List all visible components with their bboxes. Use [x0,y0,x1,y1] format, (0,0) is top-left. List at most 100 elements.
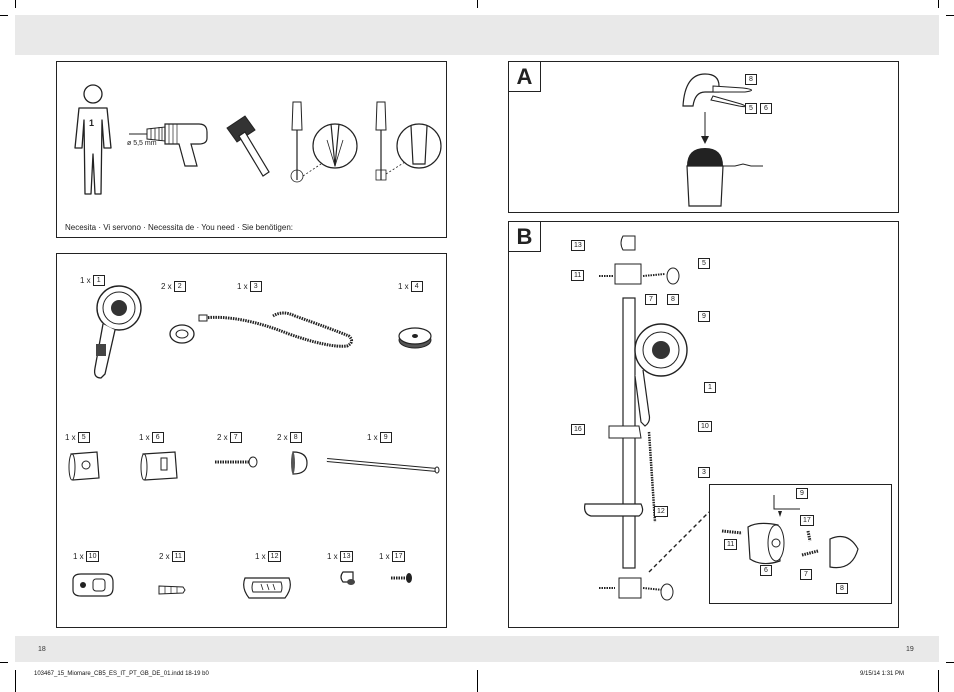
inset-callout-11: 11 [724,539,738,550]
qty-label: 2 x [161,282,172,291]
inset-callout-6: 6 [760,565,772,576]
inset-callout-9: 9 [796,488,808,499]
part-number: 8 [289,432,302,443]
crop-mark [15,0,16,8]
callout-8: 8 [745,74,757,85]
cover-cap-icon [291,451,308,475]
end-cap-icon [340,571,355,585]
crop-mark [0,662,8,663]
crop-mark [938,0,939,8]
qty-label: 1 x [367,433,378,442]
qty-label: 1 x [139,433,150,442]
callout-8: 8 [667,294,679,305]
footer-band [15,636,939,662]
right-page-number: 19 [906,646,914,653]
soap-dish-disc-icon [398,327,432,349]
inset-callout-17: 17 [800,515,814,526]
inset-callout-8: 8 [836,583,848,594]
qty-label: 1 x [65,433,76,442]
detail-inset: 9 17 11 6 7 8 [709,484,892,604]
wall-plug-icon [158,585,186,595]
screw-icon [215,456,258,468]
callout-13: 13 [571,240,585,251]
part-number: 11 [171,551,185,562]
callout-5: 5 [745,103,757,114]
qty-label: 2 x [217,433,228,442]
soap-dish-icon [243,577,291,599]
bracket-assembly-a-diagram [682,73,763,207]
footer-file-name: 103467_15_Miomare_CB5_ES_IT_PT_GB_DE_01.… [34,671,209,677]
step-letter-b: B [509,222,541,252]
header-band [15,15,939,55]
qty-label: 1 x [398,282,409,291]
part-number: 1 [92,275,105,286]
shower-hose-icon [198,311,354,348]
shower-rail-assembly-diagram [584,235,710,601]
qty-label: 1 x [379,552,390,561]
slide-rail-icon [326,458,440,474]
part-number: 6 [151,432,164,443]
part-number: 2 [173,281,186,292]
step-letter-a: A [509,62,541,92]
footer-timestamp: 9/15/14 1:31 PM [860,671,905,677]
drill-bit-size: ø 5,5 mm [127,140,157,147]
slider-holder-icon [72,573,114,597]
left-page-number: 18 [38,646,46,653]
crop-mark [0,15,8,16]
qty-label: 1 x [80,276,91,285]
step-b-panel: B 13 11 5 7 8 9 1 16 10 3 12 [508,221,899,628]
callout-5: 5 [698,258,710,269]
qty-label: 2 x [159,552,170,561]
callout-11: 11 [571,270,585,281]
bracket-holder-icon [140,451,178,481]
crop-mark [15,670,16,692]
bracket-detail-diagram [721,495,859,569]
callout-3: 3 [698,467,710,478]
callout-9: 9 [698,311,710,322]
part-number: 10 [85,551,100,562]
qty-label: 1 x [255,552,266,561]
part-number: 4 [410,281,423,292]
qty-label: 1 x [237,282,248,291]
crop-mark [946,662,954,663]
figure-number: 1 [89,118,95,128]
callout-10: 10 [698,421,712,432]
person-figure-icon [74,84,112,195]
flathead-screwdriver-icon [375,101,442,181]
crop-mark [938,670,939,692]
crop-mark [477,0,478,8]
callout-7: 7 [645,294,657,305]
part-number: 7 [229,432,242,443]
callout-1: 1 [704,382,716,393]
inset-callout-7: 7 [800,569,812,580]
part-number: 17 [391,551,406,562]
small-screw-icon [391,573,412,583]
tools-panel: 1 ø 5,5 mm Necesita · Vi servono · Neces… [56,61,447,238]
part-number: 5 [77,432,90,443]
part-number: 3 [249,281,262,292]
qty-label: 2 x [277,433,288,442]
part-number: 12 [267,551,282,562]
callout-12: 12 [654,506,668,517]
crop-mark [946,15,954,16]
part-number: 13 [339,551,354,562]
washer-icon [169,324,195,344]
you-need-label: Necesita · Vi servono · Necessita de · Y… [65,223,293,232]
step-a-panel: A 8 5 6 [508,61,899,213]
wall-bracket-icon [68,451,100,481]
callout-16: 16 [571,424,585,435]
part-number: 9 [379,432,392,443]
